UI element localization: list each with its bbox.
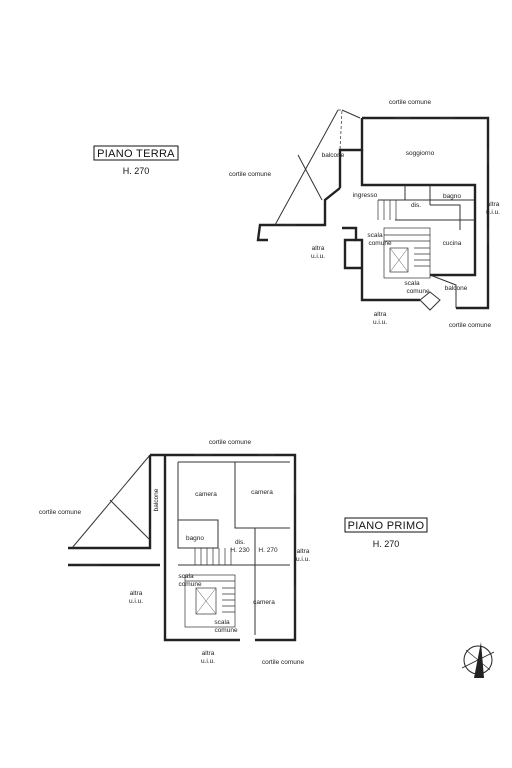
first-floor-plan	[68, 453, 297, 642]
ff-label-balcone: balcone	[153, 488, 160, 511]
gf-label-ingresso: ingresso	[353, 192, 378, 199]
ff-label-cortile-left: cortile comune	[39, 509, 82, 516]
ff-label-bagno: bagno	[186, 535, 204, 542]
gf-label-dis: dis.	[411, 202, 421, 209]
ground-floor-labels: cortile comune cortile comune soggiorno …	[229, 99, 500, 329]
gf-label-soggiorno: soggiorno	[406, 150, 435, 157]
ff-label-scala-bottom-2: comune	[214, 627, 238, 634]
ff-label-camera-2: camera	[251, 489, 273, 496]
ff-label-h270: H. 270	[258, 547, 278, 554]
gf-label-bagno: bagno	[443, 193, 461, 200]
ff-label-cortile-bottom: cortile comune	[262, 659, 305, 666]
ff-label-cortile-top: cortile comune	[209, 439, 252, 446]
ff-label-dis: dis.	[235, 539, 245, 546]
ground-floor-plan	[256, 109, 490, 311]
ff-label-altra-left-2: u.i.u.	[129, 598, 143, 605]
ground-floor-title: PIANO TERRA	[97, 148, 175, 160]
first-floor-title-block: PIANO PRIMO H. 270	[344, 517, 428, 549]
gf-label-altra-bottom-2: u.i.u.	[373, 319, 387, 326]
gf-label-altra-right-1: altra	[487, 201, 500, 208]
first-floor-title-frame	[344, 517, 428, 533]
ff-label-camera-3: camera	[253, 599, 275, 606]
gf-label-cortile-top: cortile comune	[389, 99, 432, 106]
gf-label-altra-left-2: u.i.u.	[311, 253, 325, 260]
ff-label-camera-1: camera	[195, 491, 217, 498]
first-floor-labels: cortile comune cortile comune camera cam…	[39, 439, 310, 666]
gf-label-scala-1: scala	[367, 232, 383, 239]
gf-label-cucina: cucina	[443, 240, 462, 247]
ff-label-scala-2: comune	[178, 581, 202, 588]
ff-label-scala-1: scala	[178, 573, 194, 580]
ff-label-altra-right-1: altra	[297, 548, 310, 555]
north-arrow-icon	[461, 642, 495, 678]
ff-label-altra-bottom-1: altra	[202, 650, 215, 657]
gf-label-scala-2: comune	[368, 240, 392, 247]
ff-label-altra-bottom-2: u.i.u.	[201, 658, 215, 665]
first-floor-height: H. 270	[373, 539, 400, 549]
gf-label-altra-bottom-1: altra	[374, 311, 387, 318]
ff-label-scala-bottom-1: scala	[214, 619, 230, 626]
gf-label-altra-right-2: u.i.u.	[486, 209, 500, 216]
ff-label-altra-left-1: altra	[130, 590, 143, 597]
ff-label-h230: H. 230	[230, 547, 250, 554]
gf-label-scala-bottom-2: comune	[406, 288, 430, 295]
first-floor-title: PIANO PRIMO	[348, 520, 425, 532]
gf-label-altra-left-1: altra	[312, 245, 325, 252]
gf-label-balcone-bottom: balcone	[445, 285, 468, 292]
gf-label-cortile-bottom: cortile comune	[449, 322, 492, 329]
ground-floor-height: H. 270	[123, 166, 150, 176]
gf-label-scala-bottom-1: scala	[404, 280, 420, 287]
gf-label-balcone-top: balcone	[322, 152, 345, 159]
gf-label-cortile-left: cortile comune	[229, 171, 272, 178]
ground-floor-title-block: PIANO TERRA H. 270	[93, 145, 179, 176]
ground-floor-title-frame	[93, 145, 179, 161]
ff-label-altra-right-2: u.i.u.	[296, 556, 310, 563]
